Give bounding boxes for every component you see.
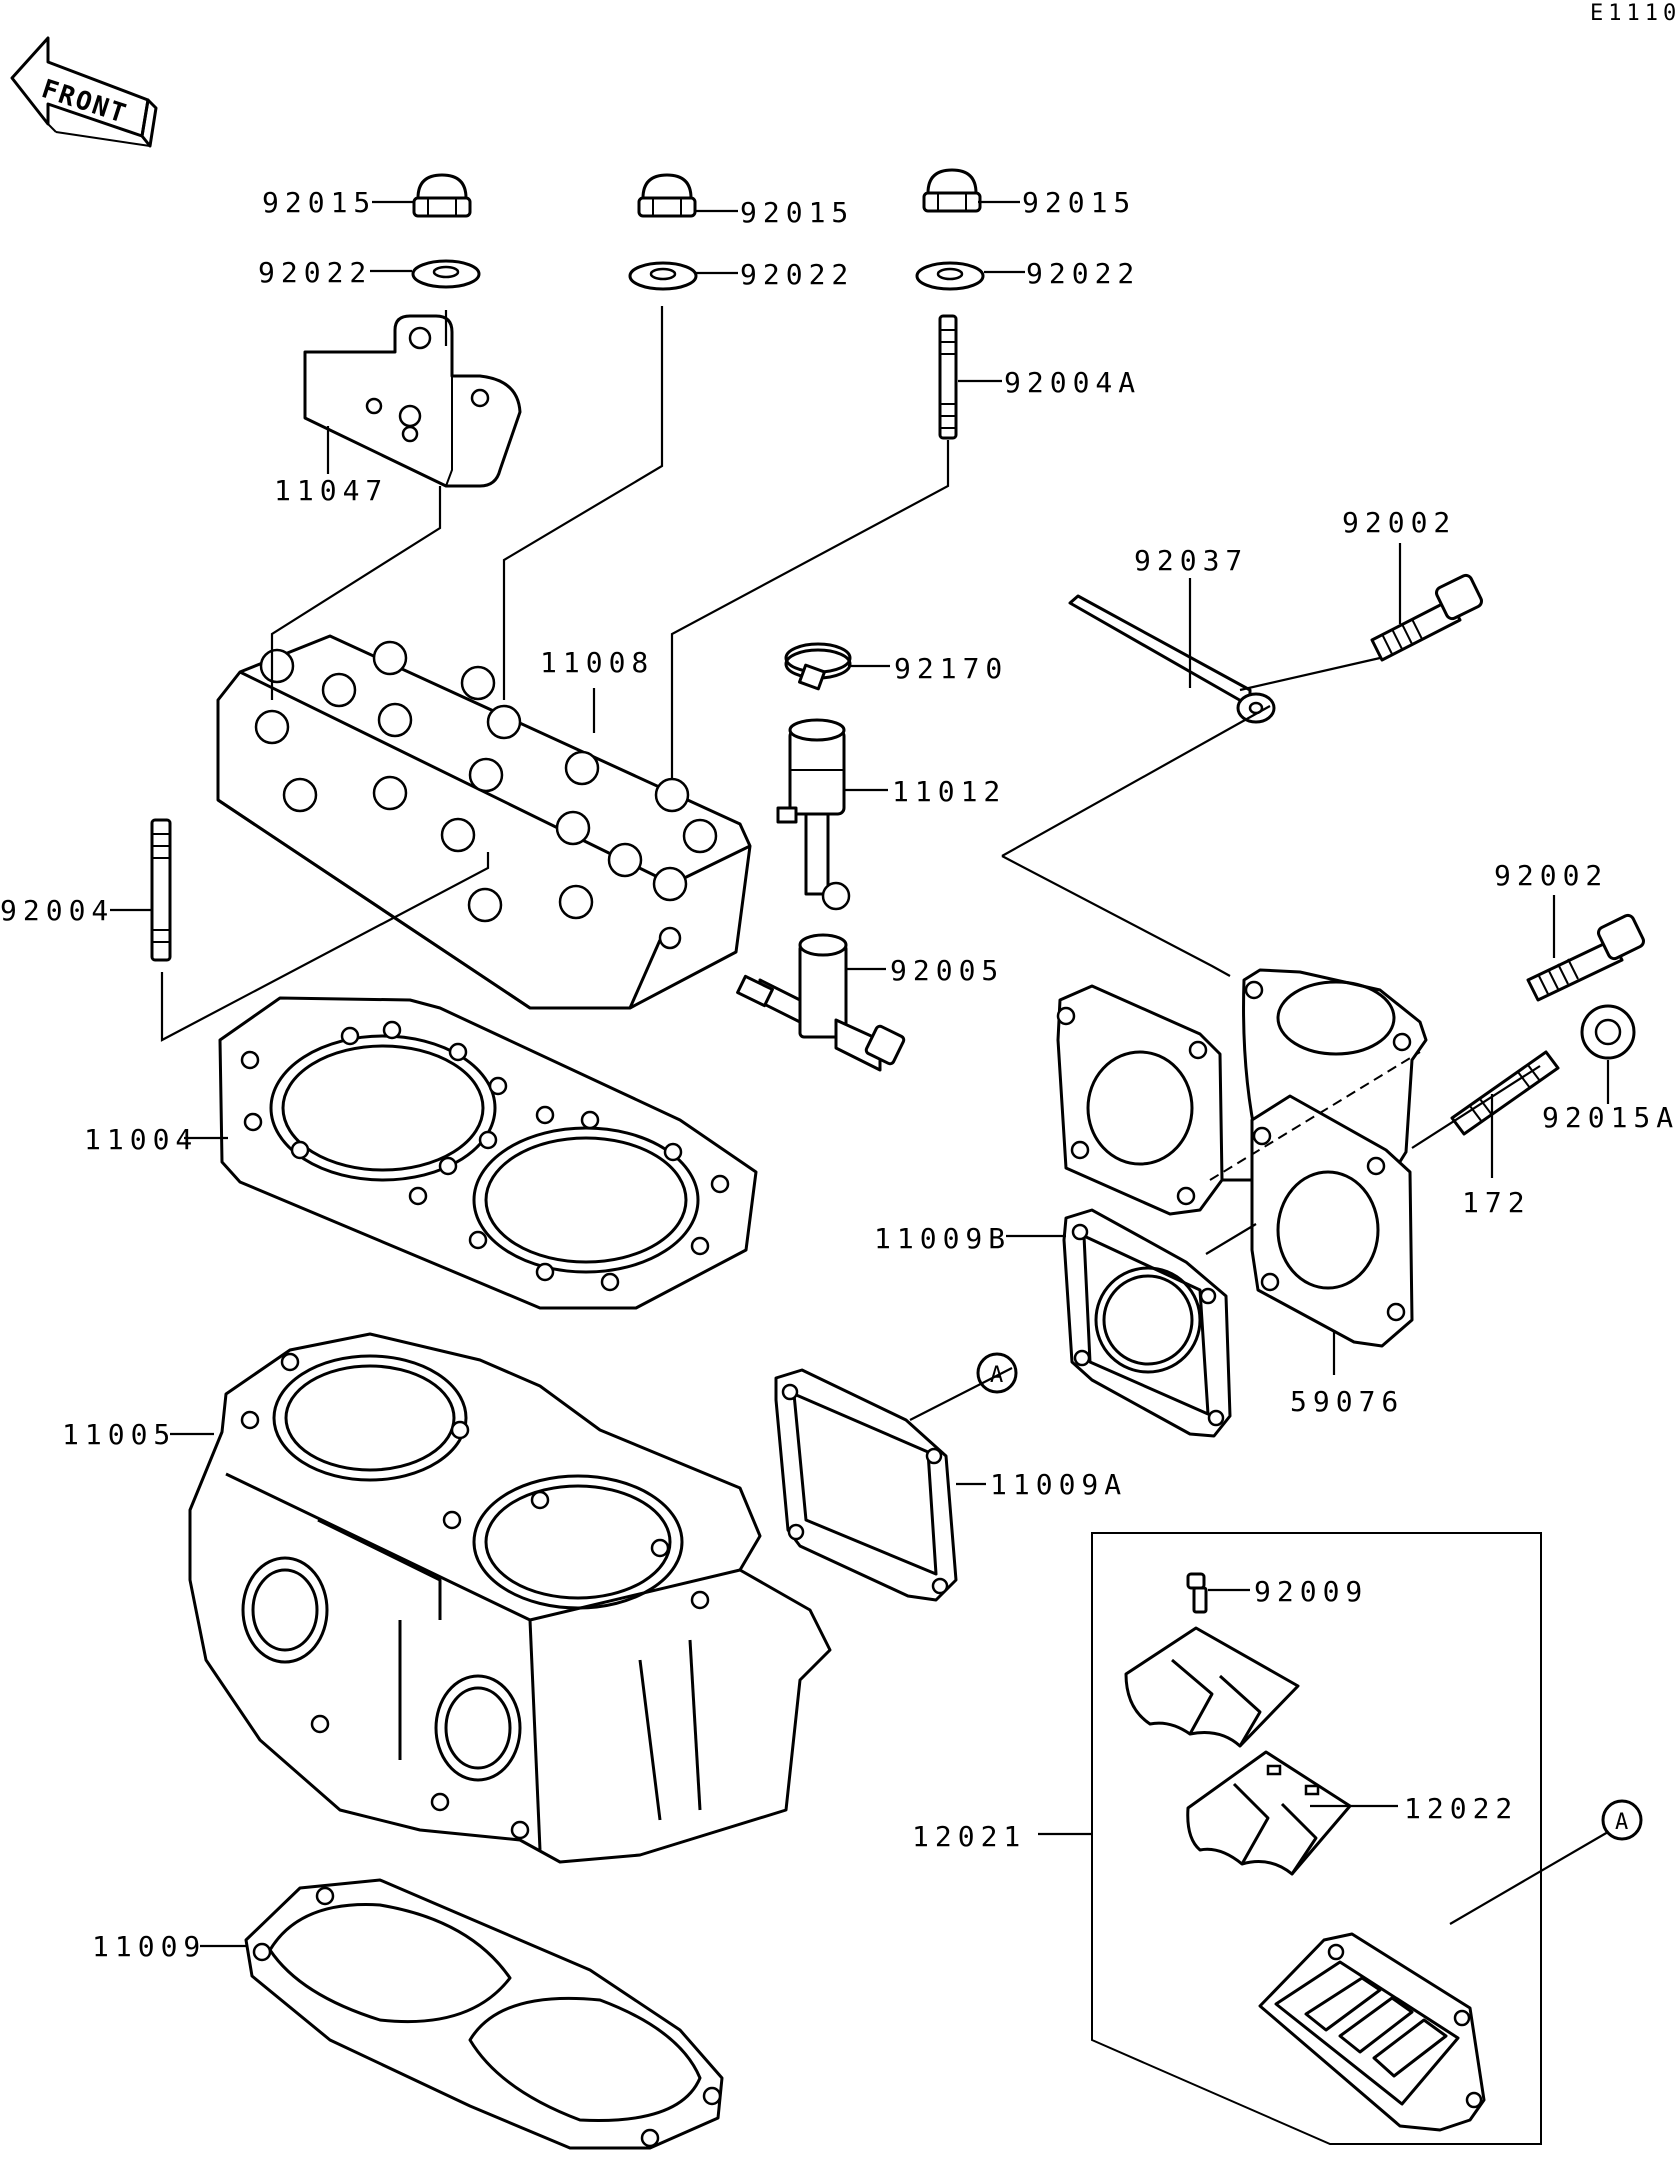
hose-fitting (776, 718, 851, 911)
label-head-gasket: 11004 (84, 1123, 198, 1156)
label-bracket: 11047 (274, 474, 388, 507)
cap-nut-middle (637, 173, 697, 218)
label-cylinder: 11005 (62, 1418, 176, 1451)
washer-left (411, 259, 481, 289)
cylinder-block (188, 1332, 832, 1864)
manifold-gasket-a (774, 1368, 958, 1602)
tee-fitting (736, 933, 906, 1072)
bracket (303, 314, 522, 488)
stud-top (938, 314, 958, 440)
reed-stopper (1186, 1750, 1352, 1876)
label-nut-middle: 92015 (740, 196, 854, 229)
cap-nut-left (412, 173, 472, 218)
stud-left (150, 818, 172, 962)
strap (1068, 594, 1276, 724)
label-nut-right: 92015 (1022, 186, 1136, 219)
label-washer-right: 92022 (1026, 257, 1140, 290)
diagram-code: E1110 (1590, 1, 1679, 26)
ref-a-right: A (1615, 1810, 1628, 1835)
label-stud-top: 92004A (1004, 366, 1141, 399)
intake-manifold (1056, 968, 1428, 1348)
head-gasket (218, 996, 758, 1310)
label-reed-valve-assy: 12021 (912, 1820, 1026, 1853)
ref-a-left-marker (976, 1352, 1018, 1394)
leader-lines (110, 200, 1610, 1948)
hose-clamp (784, 642, 852, 691)
label-stud-manifold: 172 (1462, 1186, 1531, 1219)
label-nut-manifold: 92015A (1542, 1101, 1679, 1134)
manifold-gasket-b (1062, 1208, 1232, 1438)
label-strap: 92037 (1134, 544, 1248, 577)
cap-nut-right (922, 168, 982, 213)
washer-middle (628, 261, 698, 291)
cylinder-head (216, 634, 752, 1010)
label-bolt-mid: 92002 (1494, 859, 1608, 892)
label-stud-left: 92004 (0, 894, 114, 927)
label-nut-left: 92015 (262, 186, 376, 219)
bolt-mid (1526, 913, 1646, 1002)
hidden-line (1209, 1051, 1421, 1181)
label-intake-manifold: 59076 (1290, 1385, 1404, 1418)
label-tee-fitting: 92005 (890, 954, 1004, 987)
reed-screw (1186, 1572, 1208, 1614)
reed-valve-frame (1091, 1532, 1542, 2145)
base-gasket (244, 1878, 724, 2150)
label-washer-middle: 92022 (740, 258, 854, 291)
nut-manifold (1580, 1004, 1636, 1060)
label-reed-screw: 92009 (1254, 1575, 1368, 1608)
reed-petals (1124, 1626, 1300, 1748)
label-cylinder-head: 11008 (540, 646, 654, 679)
label-base-gasket: 11009 (92, 1930, 206, 1963)
label-hose-fitting: 11012 (892, 775, 1006, 808)
label-washer-left: 92022 (258, 256, 372, 289)
reed-cage (1258, 1932, 1486, 2132)
label-bolt-top: 92002 (1342, 506, 1456, 539)
ref-a-right-marker (1601, 1799, 1643, 1841)
label-manifold-gasket-b: 11009B (874, 1222, 1011, 1255)
label-manifold-gasket-a: 11009A (990, 1468, 1127, 1501)
bolt-top (1370, 573, 1484, 662)
washer-right (915, 261, 985, 291)
front-arrow-icon: FRONT (10, 36, 158, 148)
label-clamp: 92170 (894, 652, 1008, 685)
label-reed-stopper: 12022 (1404, 1792, 1518, 1825)
